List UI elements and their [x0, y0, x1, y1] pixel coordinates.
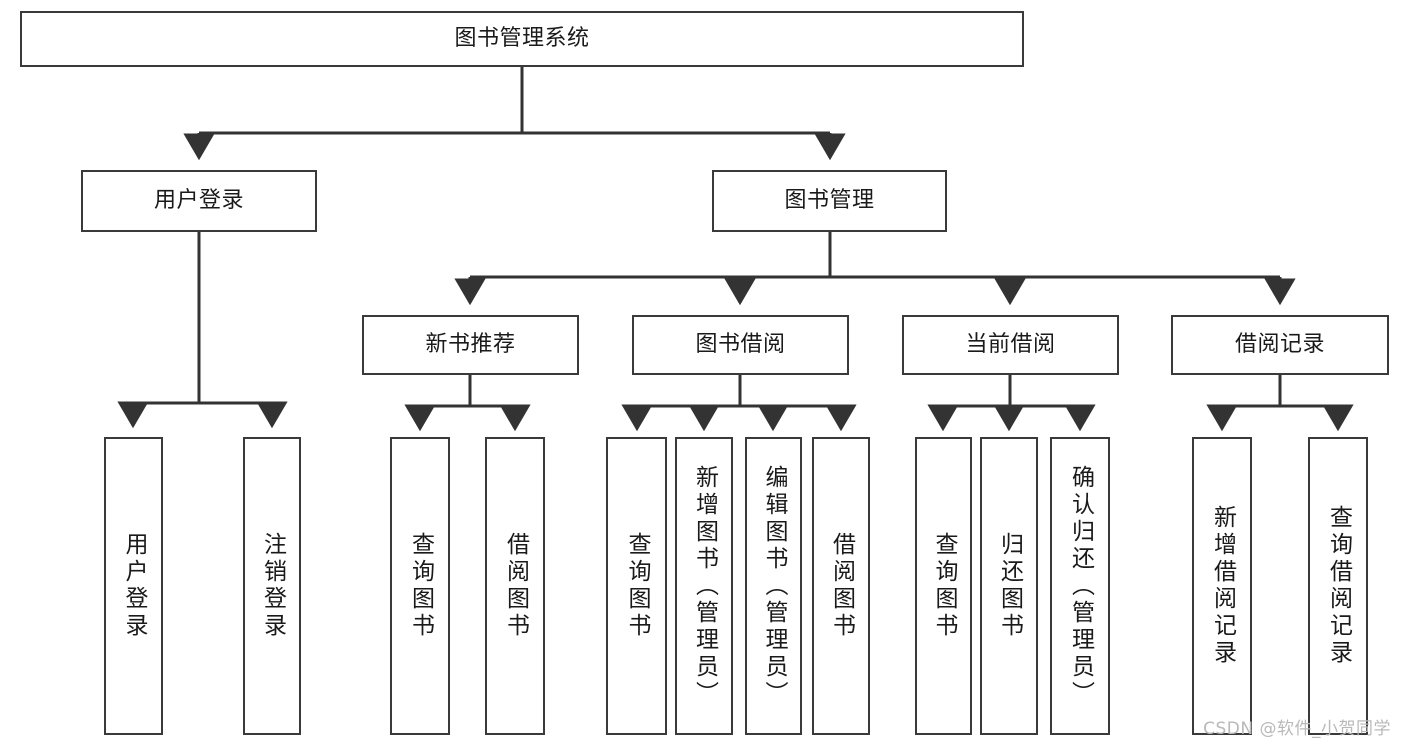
node-user-login[interactable]: 用户登录 — [81, 170, 317, 232]
node-current-borrowing[interactable]: 当前借阅 — [902, 315, 1119, 375]
leaf-book-borrow-add-book-admin[interactable]: 新增图书（管理员） — [675, 437, 733, 735]
leaf-borrow-record-query-record[interactable]: 查询借阅记录 — [1308, 437, 1368, 735]
leaf-user-login-login[interactable]: 用户登录 — [104, 437, 163, 735]
leaf-new-book-query-book[interactable]: 查询图书 — [390, 437, 450, 735]
leaf-current-borrow-confirm-return-admin[interactable]: 确认归还（管理员） — [1050, 437, 1110, 735]
node-label: 借阅记录 — [1234, 331, 1325, 357]
node-label: 图书借阅 — [695, 331, 786, 357]
node-label: 用户登录 — [153, 187, 244, 213]
node-book-borrowing[interactable]: 图书借阅 — [632, 315, 849, 375]
node-label: 用户登录 — [121, 532, 147, 640]
node-label: 查询图书 — [407, 532, 434, 640]
node-label: 当前借阅 — [965, 331, 1056, 357]
leaf-new-book-borrow-book[interactable]: 借阅图书 — [485, 437, 545, 735]
node-label: 新书推荐 — [425, 331, 516, 357]
node-label: 注销登录 — [259, 532, 286, 640]
node-root-book-management-system[interactable]: 图书管理系统 — [20, 11, 1024, 67]
leaf-book-borrow-edit-book-admin[interactable]: 编辑图书（管理员） — [745, 437, 802, 735]
node-label: 图书管理 — [784, 187, 875, 213]
node-label: 查询图书 — [931, 532, 957, 640]
node-label: 借阅图书 — [502, 532, 529, 640]
leaf-book-borrow-borrow-book[interactable]: 借阅图书 — [812, 437, 870, 735]
node-book-management[interactable]: 图书管理 — [712, 170, 947, 232]
leaf-current-borrow-query-book[interactable]: 查询图书 — [915, 437, 972, 735]
node-label: 新增图书（管理员） — [691, 464, 718, 708]
node-label: 归还图书 — [996, 532, 1023, 640]
leaf-book-borrow-query-book[interactable]: 查询图书 — [606, 437, 667, 735]
node-borrow-records[interactable]: 借阅记录 — [1171, 315, 1389, 375]
node-label: 借阅图书 — [828, 532, 855, 640]
leaf-user-login-logout[interactable]: 注销登录 — [243, 437, 301, 735]
node-label: 确认归还（管理员） — [1067, 464, 1094, 708]
watermark-text: CSDN @软件_小贺同学 — [1203, 719, 1391, 739]
node-label: 编辑图书（管理员） — [761, 464, 787, 708]
leaf-borrow-record-add-record[interactable]: 新增借阅记录 — [1192, 437, 1252, 735]
node-label: 查询图书 — [624, 532, 650, 640]
node-label: 图书管理系统 — [454, 25, 590, 51]
node-label: 查询借阅记录 — [1325, 505, 1352, 667]
node-label: 新增借阅记录 — [1209, 505, 1236, 667]
node-new-book-recommendation[interactable]: 新书推荐 — [362, 315, 579, 375]
leaf-current-borrow-return-book[interactable]: 归还图书 — [980, 437, 1038, 735]
